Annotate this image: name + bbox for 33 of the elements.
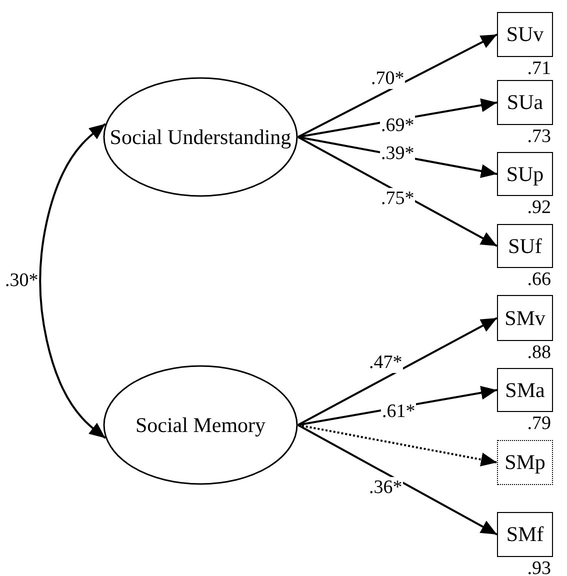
indicator-box (497, 368, 553, 412)
latent-label: Social Memory (135, 412, 266, 438)
indicator-label: SMa (505, 378, 545, 402)
indicator-box (497, 512, 553, 557)
latent-ellipse (103, 365, 298, 485)
residual-value: .79 (527, 414, 551, 433)
indicator-label: SUv (506, 22, 544, 47)
residual-value: .66 (527, 270, 551, 289)
indicator-box (497, 12, 553, 57)
indicator-label: SMf (506, 522, 544, 547)
arrow (298, 34, 498, 138)
residual-value: .93 (527, 559, 551, 576)
indicator-label: SMv (504, 306, 546, 330)
residual-value: .92 (527, 198, 551, 217)
indicator-box (497, 295, 553, 341)
arrow (298, 424, 498, 536)
indicator-box (497, 440, 553, 485)
indicator-box (497, 80, 553, 125)
indicator-box (497, 224, 553, 268)
arrow (298, 136, 498, 247)
arrow (39, 123, 106, 439)
residual-value: .71 (527, 59, 551, 78)
latent-label: Social Understanding (110, 124, 292, 150)
indicator-label: SUa (506, 90, 544, 115)
edge-label: .70* (370, 68, 406, 89)
indicator-label: SUf (508, 234, 542, 258)
residual-value: .73 (527, 127, 551, 146)
residual-value: .88 (527, 343, 551, 362)
arrow (298, 317, 498, 426)
indicator-label: SMp (504, 450, 546, 475)
indicator-label: SUp (506, 162, 544, 186)
indicator-box (497, 152, 553, 196)
latent-ellipse (103, 77, 298, 197)
